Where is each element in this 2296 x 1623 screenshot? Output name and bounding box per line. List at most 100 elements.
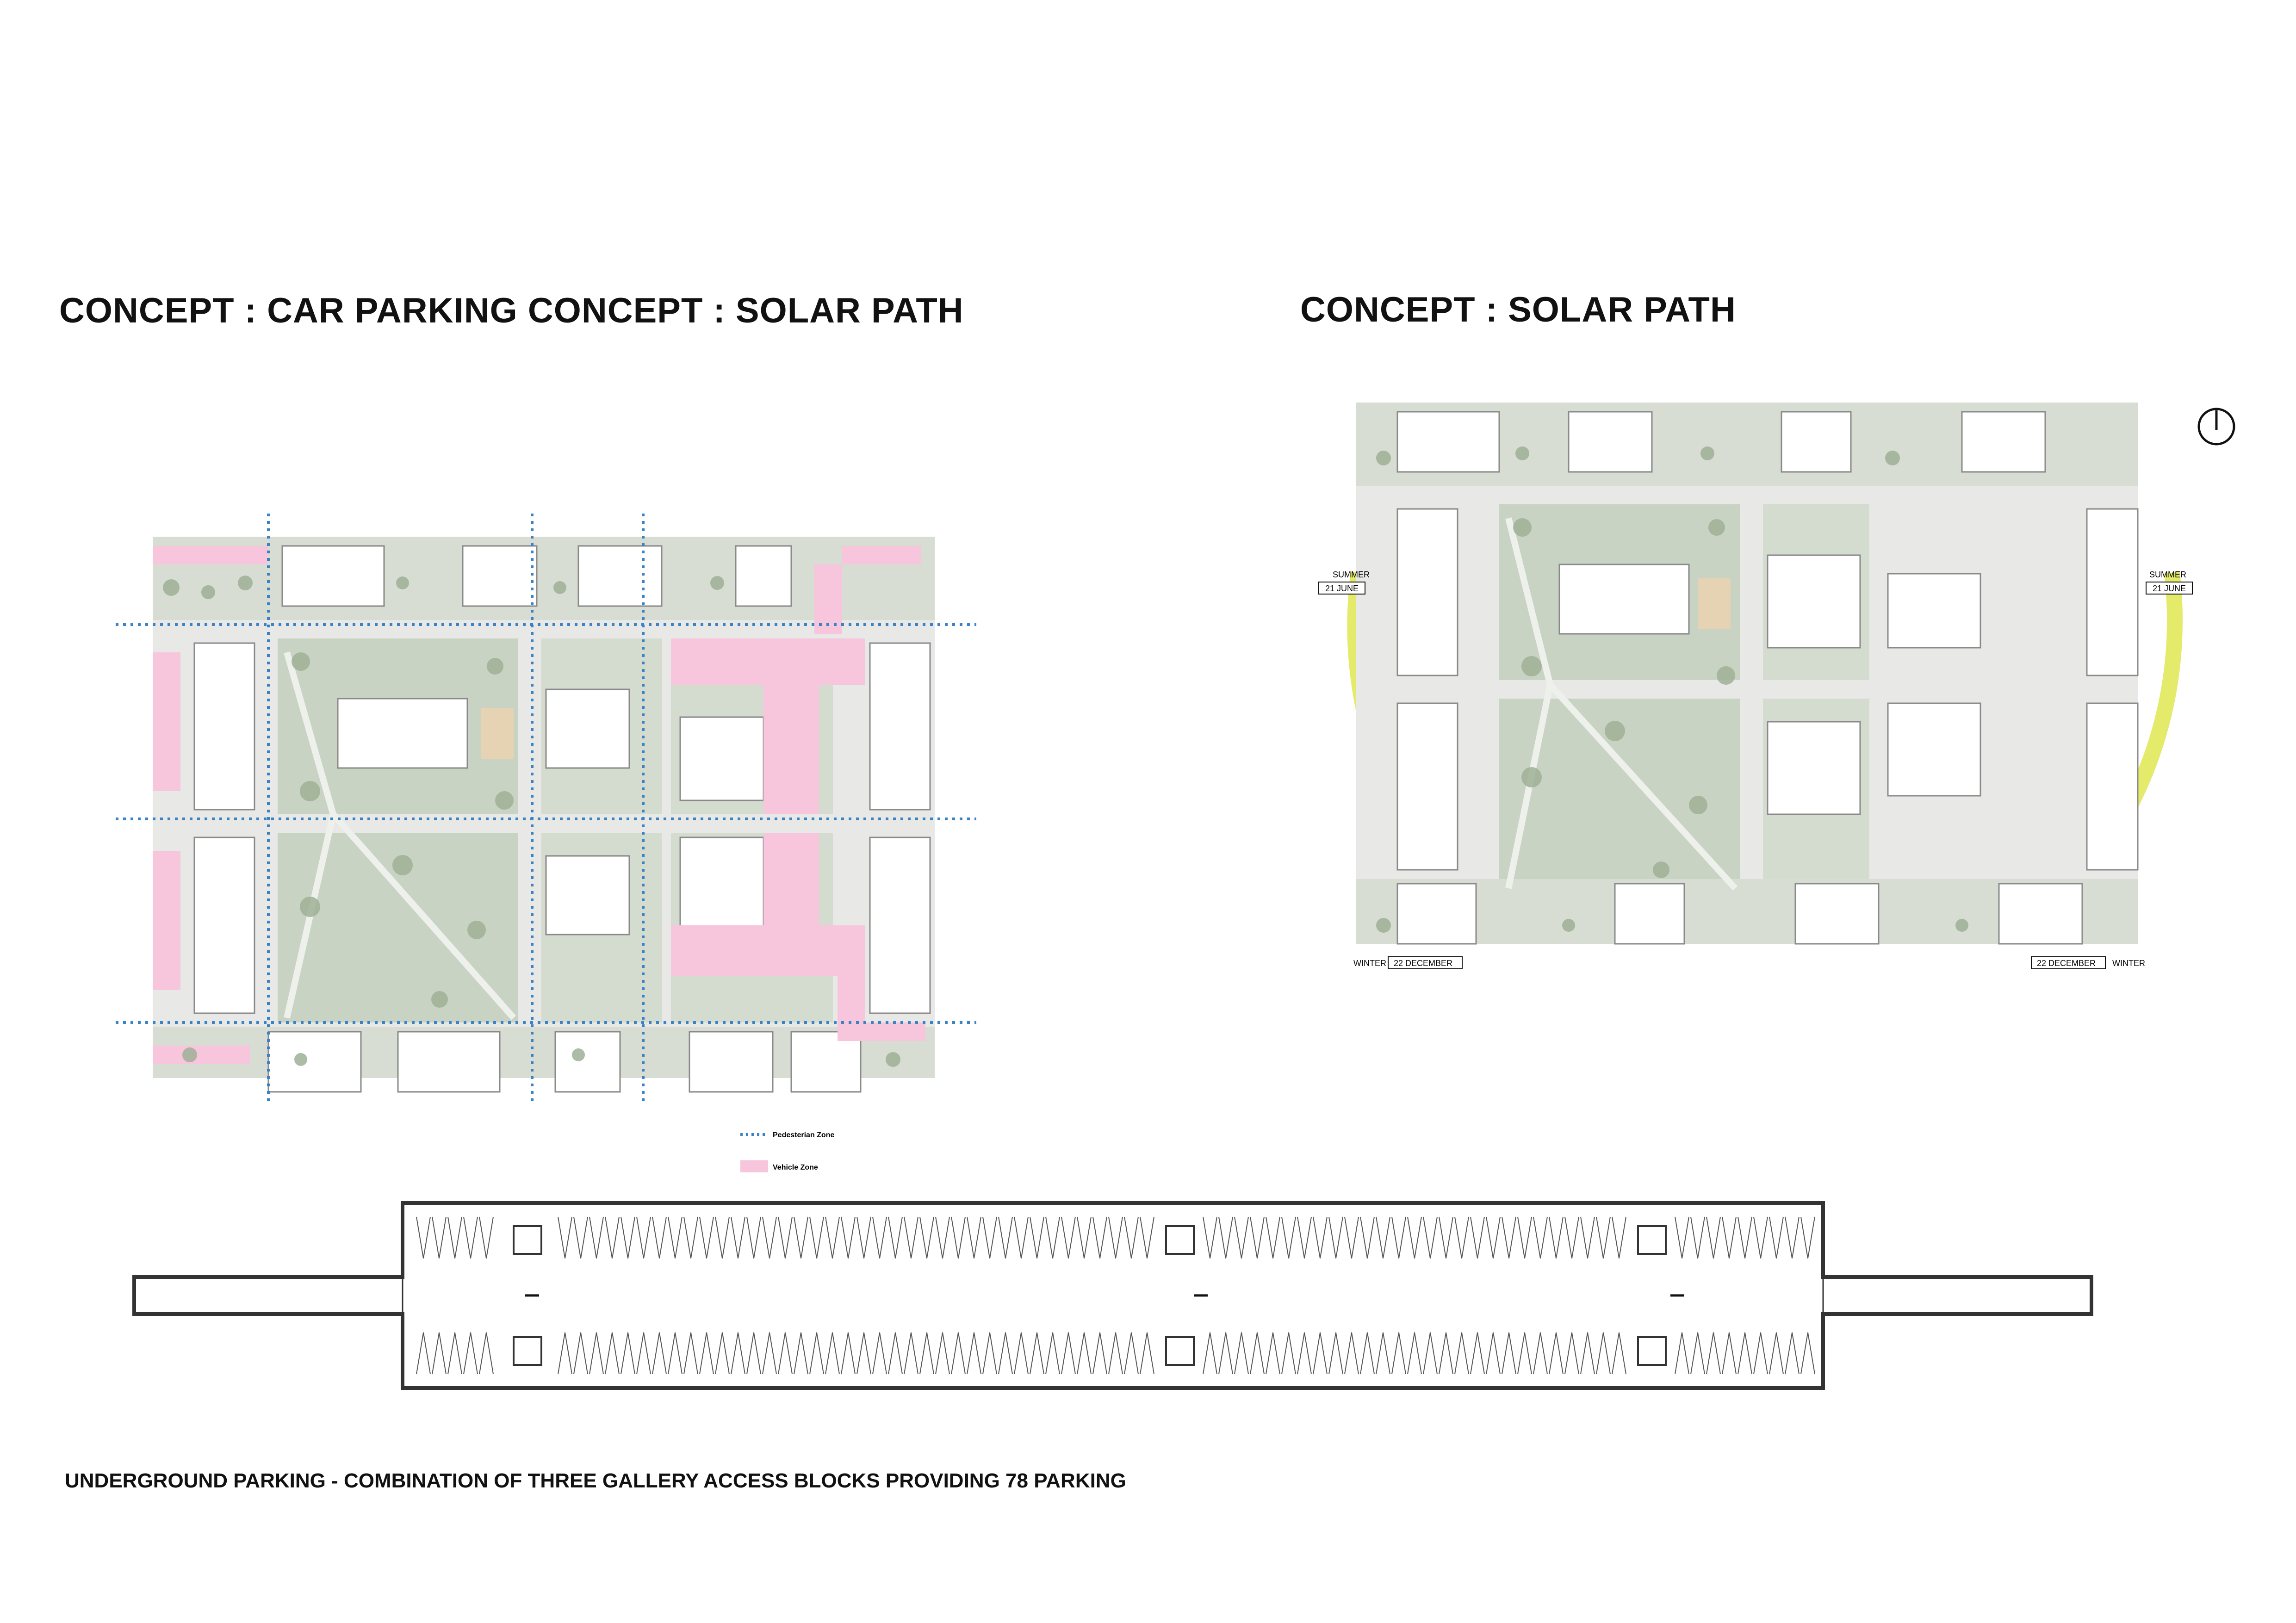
parking-bay xyxy=(1344,1216,1359,1259)
parking-bay xyxy=(1140,1332,1154,1375)
parking-bay xyxy=(589,1216,604,1259)
parking-bay xyxy=(888,1332,903,1375)
parking-bay xyxy=(778,1216,793,1259)
parking-bay xyxy=(1344,1332,1359,1375)
winter-right-label: 22 DECEMBER WINTER xyxy=(2031,956,2145,969)
parking-bay xyxy=(1800,1216,1815,1259)
parking-bay xyxy=(1580,1332,1595,1375)
parking-bay xyxy=(1502,1216,1516,1259)
parking-bay xyxy=(683,1216,698,1259)
stair-cores xyxy=(513,1225,1667,1366)
parking-bay xyxy=(1218,1216,1233,1259)
svg-text:WINTER: WINTER xyxy=(2112,959,2145,968)
parking-bay xyxy=(416,1216,431,1259)
parking-bay xyxy=(558,1216,572,1259)
parking-bay xyxy=(1124,1216,1139,1259)
parking-bay xyxy=(982,1332,997,1375)
parking-bay xyxy=(1470,1332,1485,1375)
parking-bay xyxy=(1092,1332,1107,1375)
parking-bay xyxy=(1596,1332,1611,1375)
sand-court xyxy=(481,708,514,759)
buildings xyxy=(1396,411,2139,945)
parking-bay xyxy=(463,1216,478,1259)
parking-bay xyxy=(463,1332,478,1375)
parking-bay xyxy=(652,1332,667,1375)
svg-text:21 JUNE: 21 JUNE xyxy=(1325,584,1359,593)
parking-bay xyxy=(1769,1216,1784,1259)
zone-legend: Pedesterian Zone Vehicle Zone xyxy=(740,1131,834,1172)
svg-text:SUMMER: SUMMER xyxy=(2149,570,2186,579)
parking-bay xyxy=(1738,1332,1752,1375)
parking-bay xyxy=(998,1332,1013,1375)
parking-bay xyxy=(731,1332,745,1375)
parking-bay xyxy=(605,1216,620,1259)
parking-bay xyxy=(1360,1332,1375,1375)
park-paths xyxy=(1505,517,1738,891)
parking-bay xyxy=(1675,1216,1689,1259)
parking-bay xyxy=(1470,1216,1485,1259)
parking-bay xyxy=(1785,1216,1800,1259)
parking-bay xyxy=(1549,1332,1564,1375)
pedestrian-zone-lines xyxy=(116,514,976,1101)
parking-bay xyxy=(1564,1216,1579,1259)
parking-bay xyxy=(746,1216,761,1259)
parking-bay xyxy=(573,1216,588,1259)
parking-bay xyxy=(809,1332,824,1375)
parking-bay xyxy=(1580,1216,1595,1259)
parking-bay xyxy=(479,1332,494,1375)
parking-bay xyxy=(1140,1216,1154,1259)
parking-bay xyxy=(1313,1216,1328,1259)
parking-bay xyxy=(1030,1216,1044,1259)
parking-bay xyxy=(573,1332,588,1375)
parking-bay xyxy=(982,1216,997,1259)
parking-bay xyxy=(636,1216,651,1259)
parking-bay xyxy=(1014,1216,1029,1259)
svg-text:22 DECEMBER: 22 DECEMBER xyxy=(1394,959,1452,968)
parking-bay xyxy=(1391,1216,1406,1259)
parking-bay xyxy=(746,1332,761,1375)
parking-bay xyxy=(1423,1332,1438,1375)
parking-bay xyxy=(825,1332,840,1375)
parking-bay xyxy=(967,1216,981,1259)
sand-court xyxy=(1698,578,1731,629)
parking-bay xyxy=(1266,1332,1280,1375)
buildings xyxy=(193,545,931,1093)
parking-bay xyxy=(951,1216,966,1259)
parking-bay xyxy=(1769,1332,1784,1375)
parking-bay xyxy=(1250,1216,1265,1259)
parking-bay xyxy=(1360,1216,1375,1259)
parking-bay xyxy=(636,1332,651,1375)
parking-bay xyxy=(1454,1332,1469,1375)
parking-bay xyxy=(1203,1332,1217,1375)
parking-bay xyxy=(1077,1332,1092,1375)
parking-bay xyxy=(762,1332,777,1375)
parking-bay xyxy=(809,1216,824,1259)
parking-bay xyxy=(1077,1216,1092,1259)
parking-bay xyxy=(432,1332,447,1375)
parking-bay xyxy=(1045,1332,1060,1375)
parking-bay xyxy=(1706,1332,1721,1375)
parking-bay xyxy=(888,1216,903,1259)
parking-bay xyxy=(1517,1332,1532,1375)
underground-parking-plan xyxy=(132,1201,2093,1390)
parking-bay xyxy=(447,1332,462,1375)
parking-bay xyxy=(1108,1216,1123,1259)
pedestrian-legend-label: Pedesterian Zone xyxy=(773,1131,834,1139)
parking-bay xyxy=(794,1216,808,1259)
trees xyxy=(1376,446,1968,933)
parking-bays-top xyxy=(416,1216,1815,1259)
parking-bay xyxy=(605,1332,620,1375)
parking-bay xyxy=(683,1332,698,1375)
parking-bay xyxy=(1250,1332,1265,1375)
parking-bay xyxy=(794,1332,808,1375)
parking-bay xyxy=(1439,1332,1453,1375)
parking-bay xyxy=(1407,1332,1422,1375)
parking-bay xyxy=(1281,1332,1296,1375)
parking-bay xyxy=(1030,1332,1044,1375)
parking-bay xyxy=(778,1332,793,1375)
parking-bay xyxy=(1328,1216,1343,1259)
vehicle-zones xyxy=(153,546,925,1064)
car-parking-concept-site-plan xyxy=(116,514,976,1101)
parking-bay xyxy=(1376,1332,1390,1375)
parking-bay xyxy=(1297,1216,1312,1259)
